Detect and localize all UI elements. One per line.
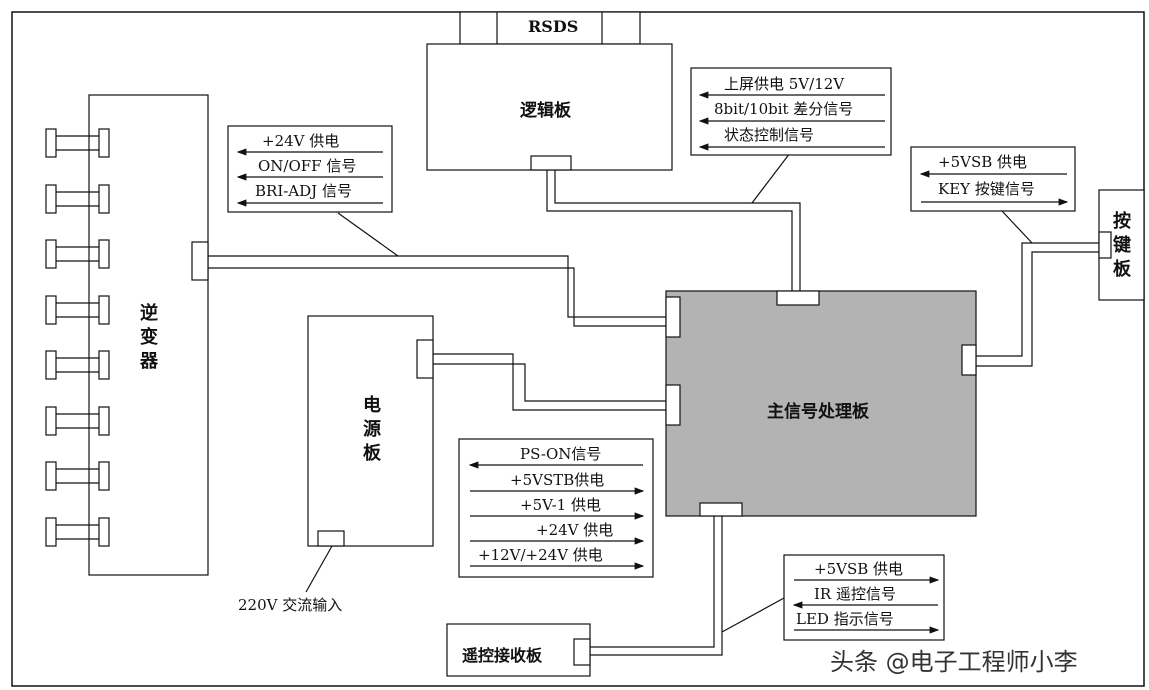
- inverter-signal: ON/OFF 信号: [258, 157, 357, 175]
- lamp-connector: [45, 461, 110, 491]
- main-port-right: [961, 344, 977, 376]
- power-signal: +12V/+24V 供电: [478, 546, 603, 564]
- leader-lines: [305, 152, 1033, 633]
- main-board-label: 主信号处理板: [767, 402, 869, 422]
- remote-signal: +5VSB 供电: [814, 560, 904, 578]
- logic-board-port: [530, 155, 572, 171]
- main-port-bottom: [699, 502, 743, 517]
- power-signal: +5V-1 供电: [520, 496, 601, 514]
- logic-signal-box: [690, 67, 892, 156]
- remote-signal-box: [783, 554, 945, 641]
- power-board-label: 电源板: [363, 395, 381, 464]
- remote-board-label: 遥控接收板: [462, 646, 543, 665]
- cables: [208, 170, 1099, 656]
- lamp-connector: [45, 184, 110, 214]
- key-board-label: 按键板: [1113, 211, 1131, 280]
- logic-board-label: 逻辑板: [520, 101, 571, 121]
- power-signal: +5VSTB供电: [510, 471, 605, 489]
- power-signal: PS-ON信号: [520, 445, 602, 463]
- lamp-connector: [45, 406, 110, 436]
- signal-arrows: [236, 91, 1069, 634]
- watermark: 头条 @电子工程师小李: [830, 648, 1078, 676]
- rsds-label: RSDS: [528, 17, 579, 36]
- main-port-left-2: [665, 384, 681, 426]
- lamp-connector: [45, 350, 110, 380]
- remote-board-port: [573, 638, 591, 666]
- ac-input-label: 220V 交流输入: [238, 596, 343, 614]
- inverter-port: [191, 241, 209, 281]
- inverter-signal-box: [227, 125, 393, 213]
- inverter-label: 逆变器: [140, 303, 158, 372]
- ac-input-port: [317, 530, 345, 547]
- inverter-signal: +24V 供电: [262, 132, 340, 150]
- power-board-port: [416, 339, 434, 379]
- power-signal: +24V 供电: [536, 521, 614, 539]
- main-port-left-1: [665, 296, 681, 338]
- inverter-board: [88, 94, 209, 576]
- power-signal-box: [458, 438, 654, 578]
- lamp-connector: [45, 239, 110, 269]
- key-signal-box: [910, 146, 1076, 212]
- power-board: [307, 315, 434, 547]
- logic-board: [426, 43, 673, 171]
- inverter-signal: BRI-ADJ 信号: [255, 182, 352, 200]
- key-board-port: [1098, 231, 1112, 259]
- lamp-connector: [45, 128, 110, 158]
- key-signal: KEY 按键信号: [938, 180, 1035, 198]
- remote-signal: LED 指示信号: [796, 610, 894, 628]
- logic-signal: 8bit/10bit 差分信号: [714, 100, 854, 118]
- lamp-connector: [45, 517, 110, 547]
- logic-signal: 状态控制信号: [724, 126, 815, 144]
- logic-signal: 上屏供电 5V/12V: [724, 75, 845, 93]
- main-board: [665, 290, 977, 517]
- lamp-connector: [45, 295, 110, 325]
- main-port-top: [776, 290, 820, 306]
- key-signal: +5VSB 供电: [938, 153, 1028, 171]
- remote-board: [446, 623, 591, 677]
- lamp-connectors: [45, 128, 110, 547]
- remote-signal: IR 遥控信号: [814, 585, 896, 603]
